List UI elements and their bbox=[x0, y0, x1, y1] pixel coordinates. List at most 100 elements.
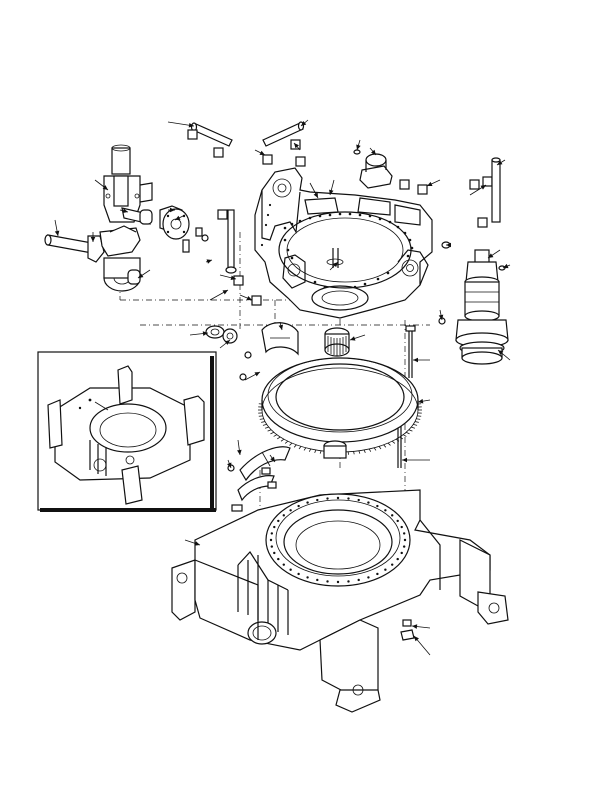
bolt-hole bbox=[396, 519, 399, 523]
gear-tooth bbox=[262, 423, 267, 426]
bolt-hole bbox=[306, 501, 309, 504]
bolt-hole bbox=[289, 568, 292, 571]
arrowhead bbox=[270, 456, 275, 462]
shims-and-guards bbox=[231, 446, 291, 512]
stud-rod bbox=[225, 209, 237, 274]
gear-tooth bbox=[267, 429, 272, 432]
arrowhead bbox=[230, 275, 236, 281]
bolt-hole bbox=[391, 563, 394, 566]
arrowhead bbox=[370, 149, 376, 155]
bolt-hole bbox=[289, 509, 292, 512]
bolt-hole bbox=[326, 580, 329, 583]
arrowhead bbox=[418, 398, 424, 404]
swing-motor bbox=[455, 249, 509, 365]
arrowhead bbox=[222, 290, 228, 295]
bolt-hole bbox=[367, 576, 370, 579]
gear-tooth bbox=[408, 429, 413, 432]
arrowhead bbox=[402, 457, 407, 463]
bolt-hole bbox=[376, 572, 379, 576]
arrowhead bbox=[194, 541, 200, 546]
gear-tooth bbox=[259, 418, 264, 420]
gear-tooth bbox=[264, 426, 269, 429]
swing-pinion bbox=[324, 327, 350, 357]
arrowhead bbox=[427, 181, 433, 186]
bolt-hole bbox=[336, 580, 340, 584]
bolt-hole bbox=[357, 578, 360, 582]
bolt-hole bbox=[403, 538, 407, 542]
gear-tooth bbox=[387, 442, 391, 446]
gear-tooth bbox=[298, 446, 302, 450]
arrowhead bbox=[412, 624, 418, 629]
arrowhead bbox=[90, 237, 96, 242]
bolt-hole bbox=[282, 514, 285, 517]
bolt-hole bbox=[396, 557, 399, 561]
arrowhead bbox=[138, 273, 144, 278]
gear-tooth bbox=[416, 418, 421, 420]
gear-tooth bbox=[395, 438, 400, 442]
gear-tooth bbox=[319, 450, 322, 454]
upper-deck bbox=[254, 167, 433, 319]
bolt-hole bbox=[316, 578, 319, 582]
gear-tooth bbox=[303, 447, 307, 451]
bolt-hole bbox=[297, 572, 300, 576]
arrowhead bbox=[294, 143, 300, 149]
arrowhead bbox=[227, 462, 232, 468]
arrowhead bbox=[356, 144, 361, 150]
bolt-hole bbox=[400, 551, 403, 555]
gear-tooth bbox=[368, 448, 372, 452]
gear-tooth bbox=[289, 442, 293, 446]
lower-carbody bbox=[171, 489, 509, 713]
gear-tooth bbox=[405, 431, 410, 435]
gear-tooth bbox=[413, 423, 418, 426]
bolt-hole bbox=[367, 501, 370, 504]
arrowhead bbox=[480, 185, 486, 190]
deck-bolt-holes bbox=[260, 203, 414, 289]
vertical-rod bbox=[491, 157, 501, 223]
arrowhead bbox=[313, 192, 318, 198]
bolt-hole bbox=[347, 580, 350, 583]
bolt-hole bbox=[316, 498, 319, 502]
misc-hardware bbox=[182, 149, 506, 472]
arrowhead bbox=[413, 357, 418, 363]
gear-tooth bbox=[314, 449, 317, 453]
brake-shoe bbox=[261, 322, 299, 356]
arrowhead bbox=[188, 122, 194, 128]
arrowhead bbox=[332, 262, 338, 268]
bolt-hole bbox=[270, 545, 274, 548]
bolt-hole bbox=[391, 514, 394, 517]
arrowhead bbox=[438, 314, 444, 320]
bolt-hole bbox=[273, 551, 276, 555]
gear-tooth bbox=[383, 444, 387, 448]
arrowhead bbox=[329, 189, 334, 195]
bolt-hole bbox=[277, 519, 280, 523]
swing-bearing-ring bbox=[258, 357, 422, 459]
bolt-hole bbox=[273, 525, 276, 529]
bolt-hole bbox=[282, 563, 285, 566]
arrowhead bbox=[54, 230, 60, 236]
arrowhead bbox=[122, 208, 128, 214]
bolt-hole bbox=[306, 576, 309, 579]
arrowhead bbox=[278, 324, 284, 330]
gear-tooth bbox=[273, 434, 278, 437]
bolts bbox=[394, 325, 416, 641]
arrowhead bbox=[301, 120, 307, 126]
arrowhead bbox=[414, 636, 419, 642]
arrowhead bbox=[237, 449, 242, 455]
bolt-hole bbox=[357, 498, 360, 502]
gear-tooth bbox=[373, 447, 377, 451]
gear-tooth bbox=[308, 448, 312, 452]
gear-tooth bbox=[414, 421, 419, 423]
arrowhead bbox=[175, 215, 181, 220]
bolt-hole bbox=[402, 545, 406, 548]
top-pins bbox=[190, 121, 305, 147]
bolt-hole bbox=[297, 504, 300, 508]
gear-tooth bbox=[353, 451, 355, 455]
pin-assembly-left bbox=[44, 225, 141, 292]
arrowhead bbox=[206, 259, 212, 264]
callout-leaders bbox=[54, 119, 511, 656]
coupling-parts bbox=[121, 205, 190, 240]
arrowhead bbox=[246, 295, 252, 301]
carbody-bolt-holes bbox=[269, 496, 407, 584]
bolt-hole bbox=[277, 557, 280, 561]
